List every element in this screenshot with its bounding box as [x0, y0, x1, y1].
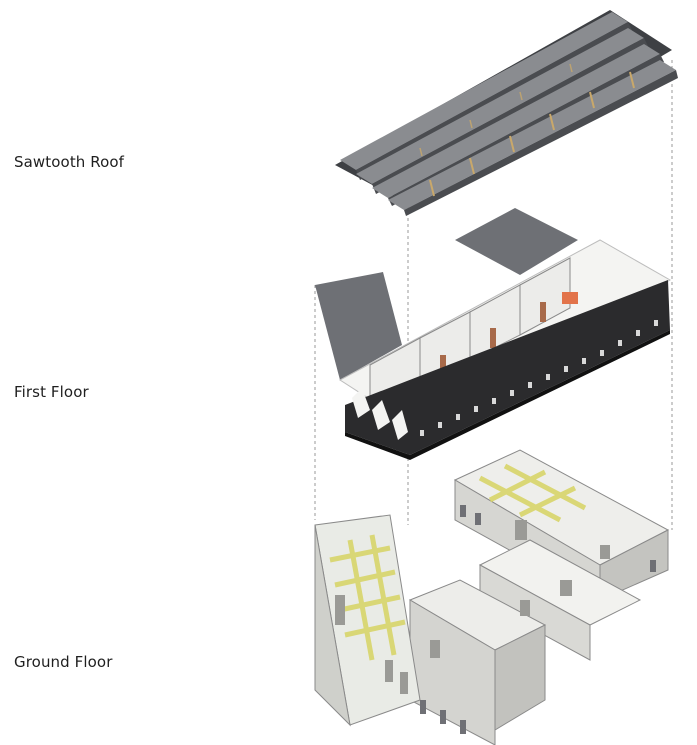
- first-floor-slab-right: [455, 208, 578, 275]
- label-first-floor: First Floor: [14, 383, 89, 401]
- first-floor-exterior-wall: [345, 280, 670, 455]
- ground-floor-windows: [420, 505, 656, 734]
- first-floor-sawtooth-edge: [352, 388, 408, 440]
- first-floor-partitions: [369, 257, 571, 411]
- sawtooth-roof: [335, 10, 678, 216]
- first-floor-windows: [420, 320, 658, 436]
- roof-trusses: [429, 71, 635, 197]
- roof-ridge-4: [388, 60, 678, 216]
- roof-trusses-upper: [419, 63, 573, 157]
- label-ground-floor: Ground Floor: [14, 653, 113, 671]
- first-floor-slab-left: [315, 272, 402, 380]
- label-sawtooth-roof: Sawtooth Roof: [14, 153, 125, 171]
- ground-floor-beams-upper: [478, 463, 587, 523]
- first-floor: [315, 208, 672, 460]
- ground-floor: [314, 449, 670, 745]
- ground-floor-details: [335, 520, 610, 694]
- ground-floor-beams-left: [329, 534, 406, 661]
